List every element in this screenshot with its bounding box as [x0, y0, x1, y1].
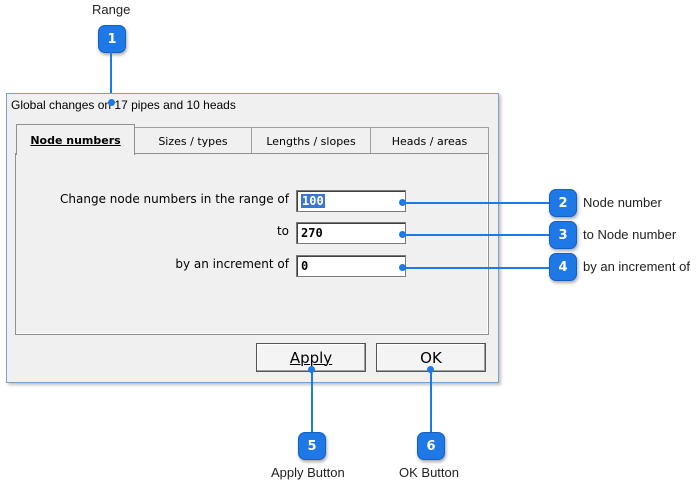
callout-label-apply-button: Apply Button — [271, 465, 345, 480]
global-changes-dialog: Global changes on 17 pipes and 10 heads … — [6, 93, 499, 383]
callout-dot-4 — [399, 264, 406, 271]
range-start-value: 100 — [301, 194, 325, 208]
callout-dot-1 — [108, 99, 115, 106]
callout-label-ok-button: OK Button — [399, 465, 459, 480]
tab-heads-areas[interactable]: Heads / areas — [370, 127, 489, 154]
node-numbers-panel — [15, 153, 489, 335]
callout-line-6 — [430, 371, 432, 433]
callout-line-2 — [404, 202, 550, 204]
callout-label-range: Range — [92, 2, 131, 17]
callout-dot-6 — [427, 366, 434, 373]
callout-line-3 — [404, 234, 550, 236]
callout-badge-3: 3 — [549, 221, 577, 249]
range-start-input[interactable]: 100 — [296, 190, 406, 212]
tab-lengths-slopes[interactable]: Lengths / slopes — [251, 127, 371, 154]
ok-button-label: OK — [420, 348, 442, 367]
callout-badge-1: 1 — [98, 25, 126, 53]
range-label: Change node numbers in the range of — [60, 192, 289, 206]
callout-line-5 — [311, 371, 313, 433]
tab-label: Heads / areas — [391, 134, 468, 148]
callout-dot-5 — [308, 366, 315, 373]
tab-label: Node numbers — [30, 133, 121, 147]
callout-line-1 — [110, 52, 112, 100]
callout-badge-2: 2 — [549, 189, 577, 217]
to-label: to — [276, 224, 289, 238]
range-end-input[interactable]: 270 — [296, 222, 406, 244]
callout-dot-3 — [399, 231, 406, 238]
increment-value: 0 — [301, 259, 309, 273]
apply-button-label: Apply — [289, 348, 333, 367]
tab-label: Lengths / slopes — [266, 134, 356, 148]
callout-label-increment: by an increment of — [583, 259, 690, 274]
callout-label-to-node-number: to Node number — [583, 227, 677, 242]
callout-line-4 — [404, 267, 550, 269]
callout-badge-6: 6 — [417, 432, 445, 460]
tab-sizes-types[interactable]: Sizes / types — [134, 127, 252, 154]
callout-badge-4: 4 — [549, 253, 577, 281]
tab-label: Sizes / types — [158, 134, 228, 148]
callout-label-node-number: Node number — [583, 195, 662, 210]
dialog-title: Global changes on 17 pipes and 10 heads — [11, 98, 236, 112]
callout-dot-2 — [399, 199, 406, 206]
increment-label: by an increment of — [175, 257, 289, 271]
tab-node-numbers[interactable]: Node numbers — [16, 124, 135, 155]
increment-input[interactable]: 0 — [296, 255, 406, 277]
callout-badge-5: 5 — [298, 432, 326, 460]
range-end-value: 270 — [301, 226, 323, 240]
